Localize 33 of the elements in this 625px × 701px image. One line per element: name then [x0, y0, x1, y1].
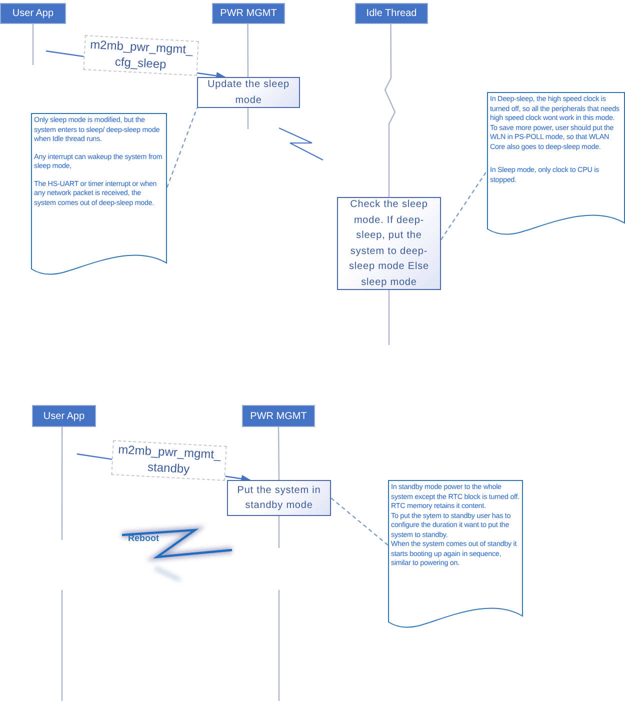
leader-line [440, 170, 488, 240]
lifeline-header [355, 3, 428, 24]
activation-box [227, 480, 331, 516]
lifeline [384, 24, 396, 197]
lifeline-header [242, 405, 315, 427]
activation-text: Put the system in standby mode [236, 484, 322, 513]
message-label: m2mb_pwr_mgmt_ cfg_sleep [83, 35, 199, 76]
lifeline-title: User App [12, 8, 54, 19]
lifeline [61, 427, 63, 540]
lifeline [247, 24, 249, 77]
lifeline-title: PWR MGMT [250, 410, 307, 422]
lifeline [32, 24, 34, 65]
lifeline [278, 427, 280, 480]
lifeline-header [0, 3, 66, 24]
lifeline [388, 290, 390, 345]
note-document [388, 480, 523, 628]
lifeline [278, 516, 280, 548]
lifeline-header [32, 405, 96, 427]
activation-text: Update the sleep mode [206, 78, 290, 108]
message-label: m2mb_pwr_mgmt_ standby [111, 440, 227, 482]
lifeline-title: PWR MGMT [220, 8, 277, 19]
reboot-label: Reboot [128, 533, 159, 543]
lifeline-header [212, 3, 285, 24]
lifeline-title: User App [43, 410, 85, 422]
leader-line [166, 108, 198, 188]
activation-box [197, 77, 300, 108]
activation-box [337, 197, 441, 290]
activation-text: Check the sleep mode. If deep-sleep, put the system to deep-sleep mode Else sleep mode [348, 198, 430, 290]
leader-line [330, 498, 388, 546]
note-document [487, 92, 625, 235]
lifeline [247, 108, 249, 129]
lifeline-title: Idle Thread [366, 8, 417, 19]
note-document [31, 113, 167, 275]
